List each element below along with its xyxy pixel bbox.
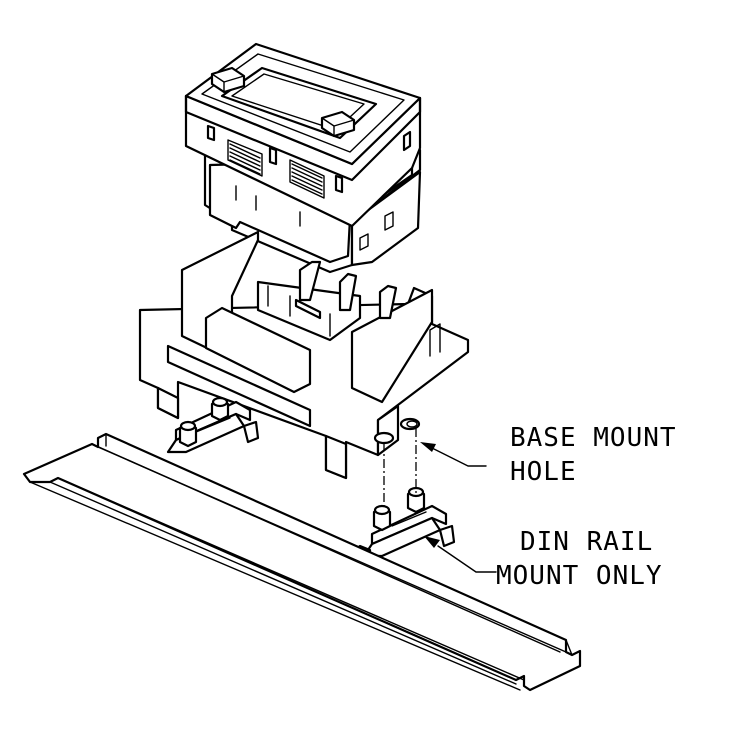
base-mount-line2: HOLE [510,457,577,487]
mounting-base [138,230,470,480]
meter-module [184,42,422,274]
din-rail-line2: MOUNT ONLY [496,561,663,591]
din-rail-line1: DIN RAIL [520,527,653,557]
callout-din-rail-mount: DIN RAIL MOUNT ONLY [424,527,663,591]
din-clip-right [348,486,456,570]
din-rail [22,432,582,692]
base-mount-line1: BASE MOUNT [510,423,677,453]
callout-base-mount-hole: BASE MOUNT HOLE [420,423,677,487]
din-clip-left [154,396,260,486]
